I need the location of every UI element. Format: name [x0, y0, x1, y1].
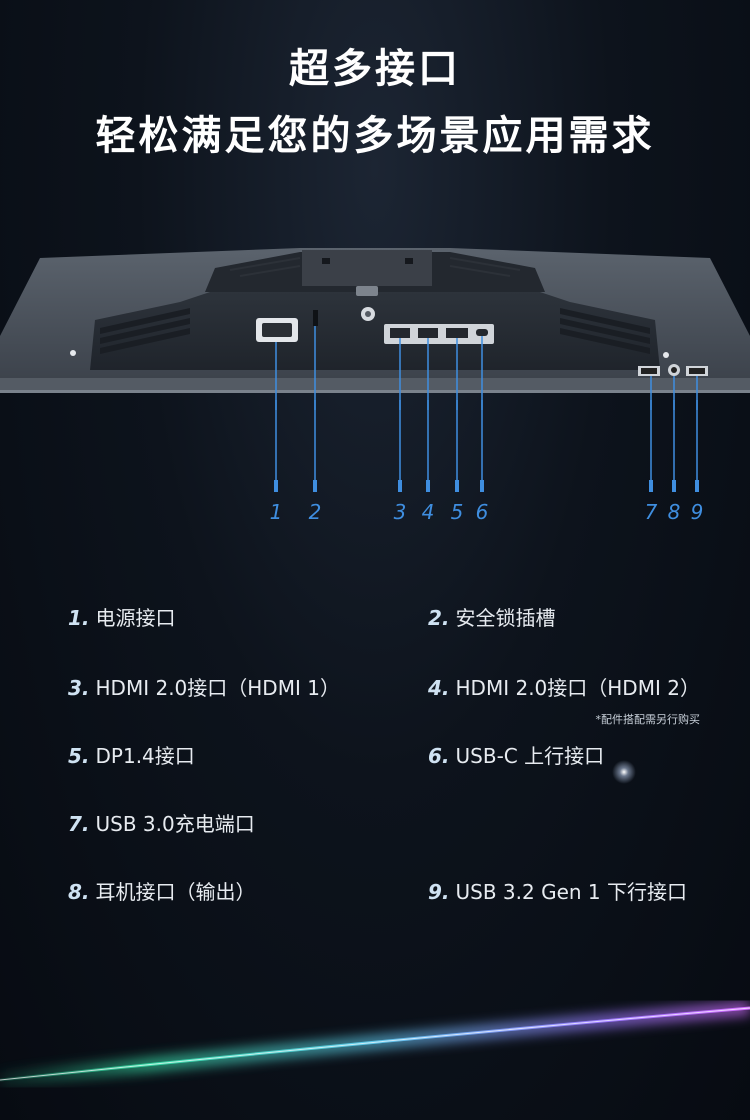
sparkle-decoration [612, 760, 636, 784]
spec-item: 1.电源接口 [68, 602, 176, 631]
spec-number: 5. [68, 744, 90, 768]
accessory-note: *配件搭配需另行购买 [595, 713, 701, 726]
spec-number: 9. [428, 880, 450, 904]
spec-label: USB 3.2 Gen 1 下行接口 [455, 880, 688, 904]
spec-item: 3.HDMI 2.0接口（HDMI 1） [68, 672, 340, 701]
spec-item: 2.安全锁插槽 [428, 602, 556, 631]
port-number: 4 [421, 500, 435, 524]
spec-label: HDMI 2.0接口（HDMI 1） [95, 676, 340, 700]
callout-lines [274, 400, 699, 492]
port-number: 6 [475, 500, 489, 524]
heading-line-1: 超多接口 [289, 46, 461, 92]
light-streak-decoration [0, 1001, 750, 1087]
port-number: 9 [690, 500, 704, 524]
port-number: 7 [644, 500, 658, 524]
port-number: 8 [667, 500, 681, 524]
spec-item: 7.USB 3.0充电端口 [68, 808, 255, 837]
port-number-row: 1 2 3 4 5 6 7 8 9 [0, 500, 750, 530]
spec-label: DP1.4接口 [95, 744, 195, 768]
port-number: 3 [393, 500, 407, 524]
spec-label: 耳机接口（输出） [95, 880, 256, 904]
spec-number: 8. [68, 880, 90, 904]
spec-item: 8.耳机接口（输出） [68, 876, 256, 905]
spec-item: 4.HDMI 2.0接口（HDMI 2） [428, 672, 700, 701]
spec-label: 安全锁插槽 [455, 606, 556, 630]
monitor-rear-ports-illustration [0, 248, 750, 410]
spec-number: 7. [68, 812, 90, 836]
spec-number: 3. [68, 676, 90, 700]
spec-item: 9.USB 3.2 Gen 1 下行接口 [428, 876, 687, 905]
heading-line-2: 轻松满足您的多场景应用需求 [95, 113, 655, 159]
spec-label: USB 3.0充电端口 [95, 812, 255, 836]
spec-label: HDMI 2.0接口（HDMI 2） [455, 676, 700, 700]
spec-label: 电源接口 [95, 606, 176, 630]
spec-number: 2. [428, 606, 450, 630]
port-number: 5 [450, 500, 464, 524]
spec-number: 4. [428, 676, 450, 700]
spec-number: 6. [428, 744, 450, 768]
spec-number: 1. [68, 606, 90, 630]
spec-item: 5.DP1.4接口 [68, 740, 195, 769]
spec-label: USB-C 上行接口 [455, 744, 605, 768]
port-number: 2 [308, 500, 322, 524]
port-number: 1 [269, 500, 283, 524]
spec-item: 6.USB-C 上行接口 [428, 740, 604, 769]
